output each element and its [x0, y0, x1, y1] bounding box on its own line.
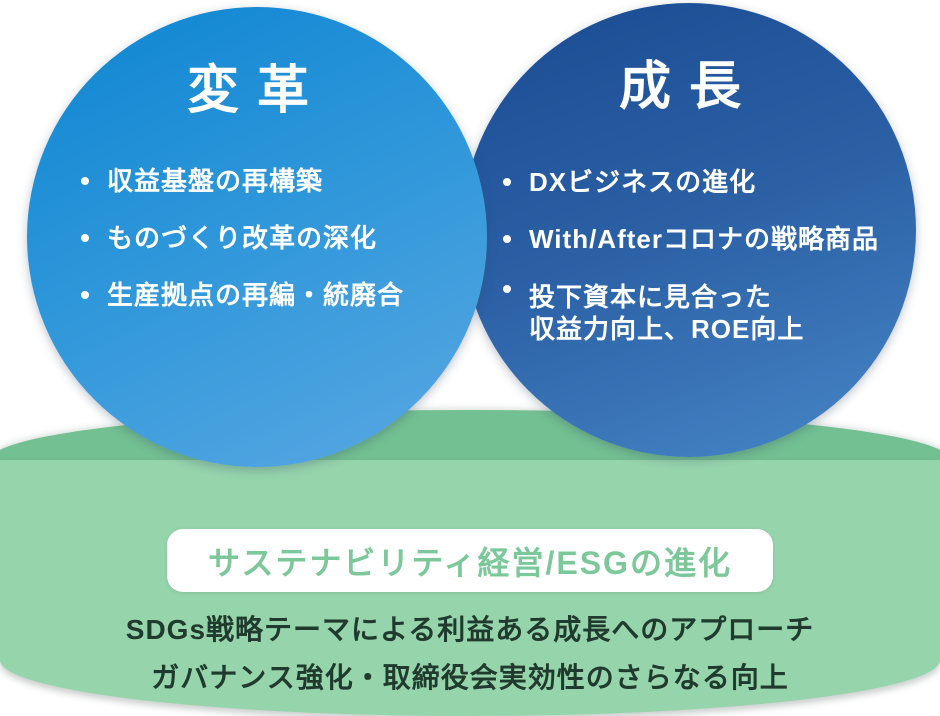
transformation-title: 変革 — [186, 62, 327, 120]
bullet-dot-icon — [81, 291, 89, 299]
bullet-text: 投下資本に見合った 収益力向上、ROE向上 — [529, 282, 805, 344]
bullet-dot-icon — [503, 178, 511, 186]
list-item: With/Afterコロナの戦略商品 — [503, 224, 879, 254]
list-item: 投下資本に見合った 収益力向上、ROE向上 — [503, 281, 879, 345]
growth-circle: 成長 DXビジネスの進化 With/Afterコロナの戦略商品 投下資本に見合っ… — [462, 3, 916, 457]
sustainability-badge: サステナビリティ経営/ESGの進化 — [167, 529, 773, 592]
sustainability-badge-label: サステナビリティ経営/ESGの進化 — [208, 544, 732, 581]
transformation-circle: 変革 収益基盤の再構築 ものづくり改革の深化 生産拠点の再編・統廃合 — [27, 7, 487, 467]
bullet-text: 収益基盤の再構築 — [107, 166, 324, 196]
growth-bullet-list: DXビジネスの進化 With/Afterコロナの戦略商品 投下資本に見合った 収… — [503, 167, 879, 372]
list-item: ものづくり改革の深化 — [81, 223, 404, 253]
list-item: DXビジネスの進化 — [503, 167, 879, 197]
transformation-bullet-list: 収益基盤の再構築 ものづくり改革の深化 生産拠点の再編・統廃合 — [81, 166, 404, 337]
list-item: 生産拠点の再編・統廃合 — [81, 280, 404, 310]
platform-line-1: SDGs戦略テーマによる利益ある成長へのアプローチ — [125, 614, 815, 645]
bullet-text: DXビジネスの進化 — [529, 167, 757, 197]
growth-title: 成長 — [618, 58, 759, 116]
bullet-dot-icon — [81, 177, 89, 185]
platform-line-2: ガバナンス強化・取締役会実効性のさらなる向上 — [151, 662, 789, 693]
bullet-text: 生産拠点の再編・統廃合 — [107, 280, 405, 310]
bullet-text: With/Afterコロナの戦略商品 — [529, 224, 879, 254]
bullet-dot-icon — [503, 235, 511, 243]
bullet-dot-icon — [81, 234, 89, 242]
bullet-dot-icon — [503, 285, 511, 293]
bullet-text: ものづくり改革の深化 — [107, 223, 378, 253]
list-item: 収益基盤の再構築 — [81, 166, 404, 196]
